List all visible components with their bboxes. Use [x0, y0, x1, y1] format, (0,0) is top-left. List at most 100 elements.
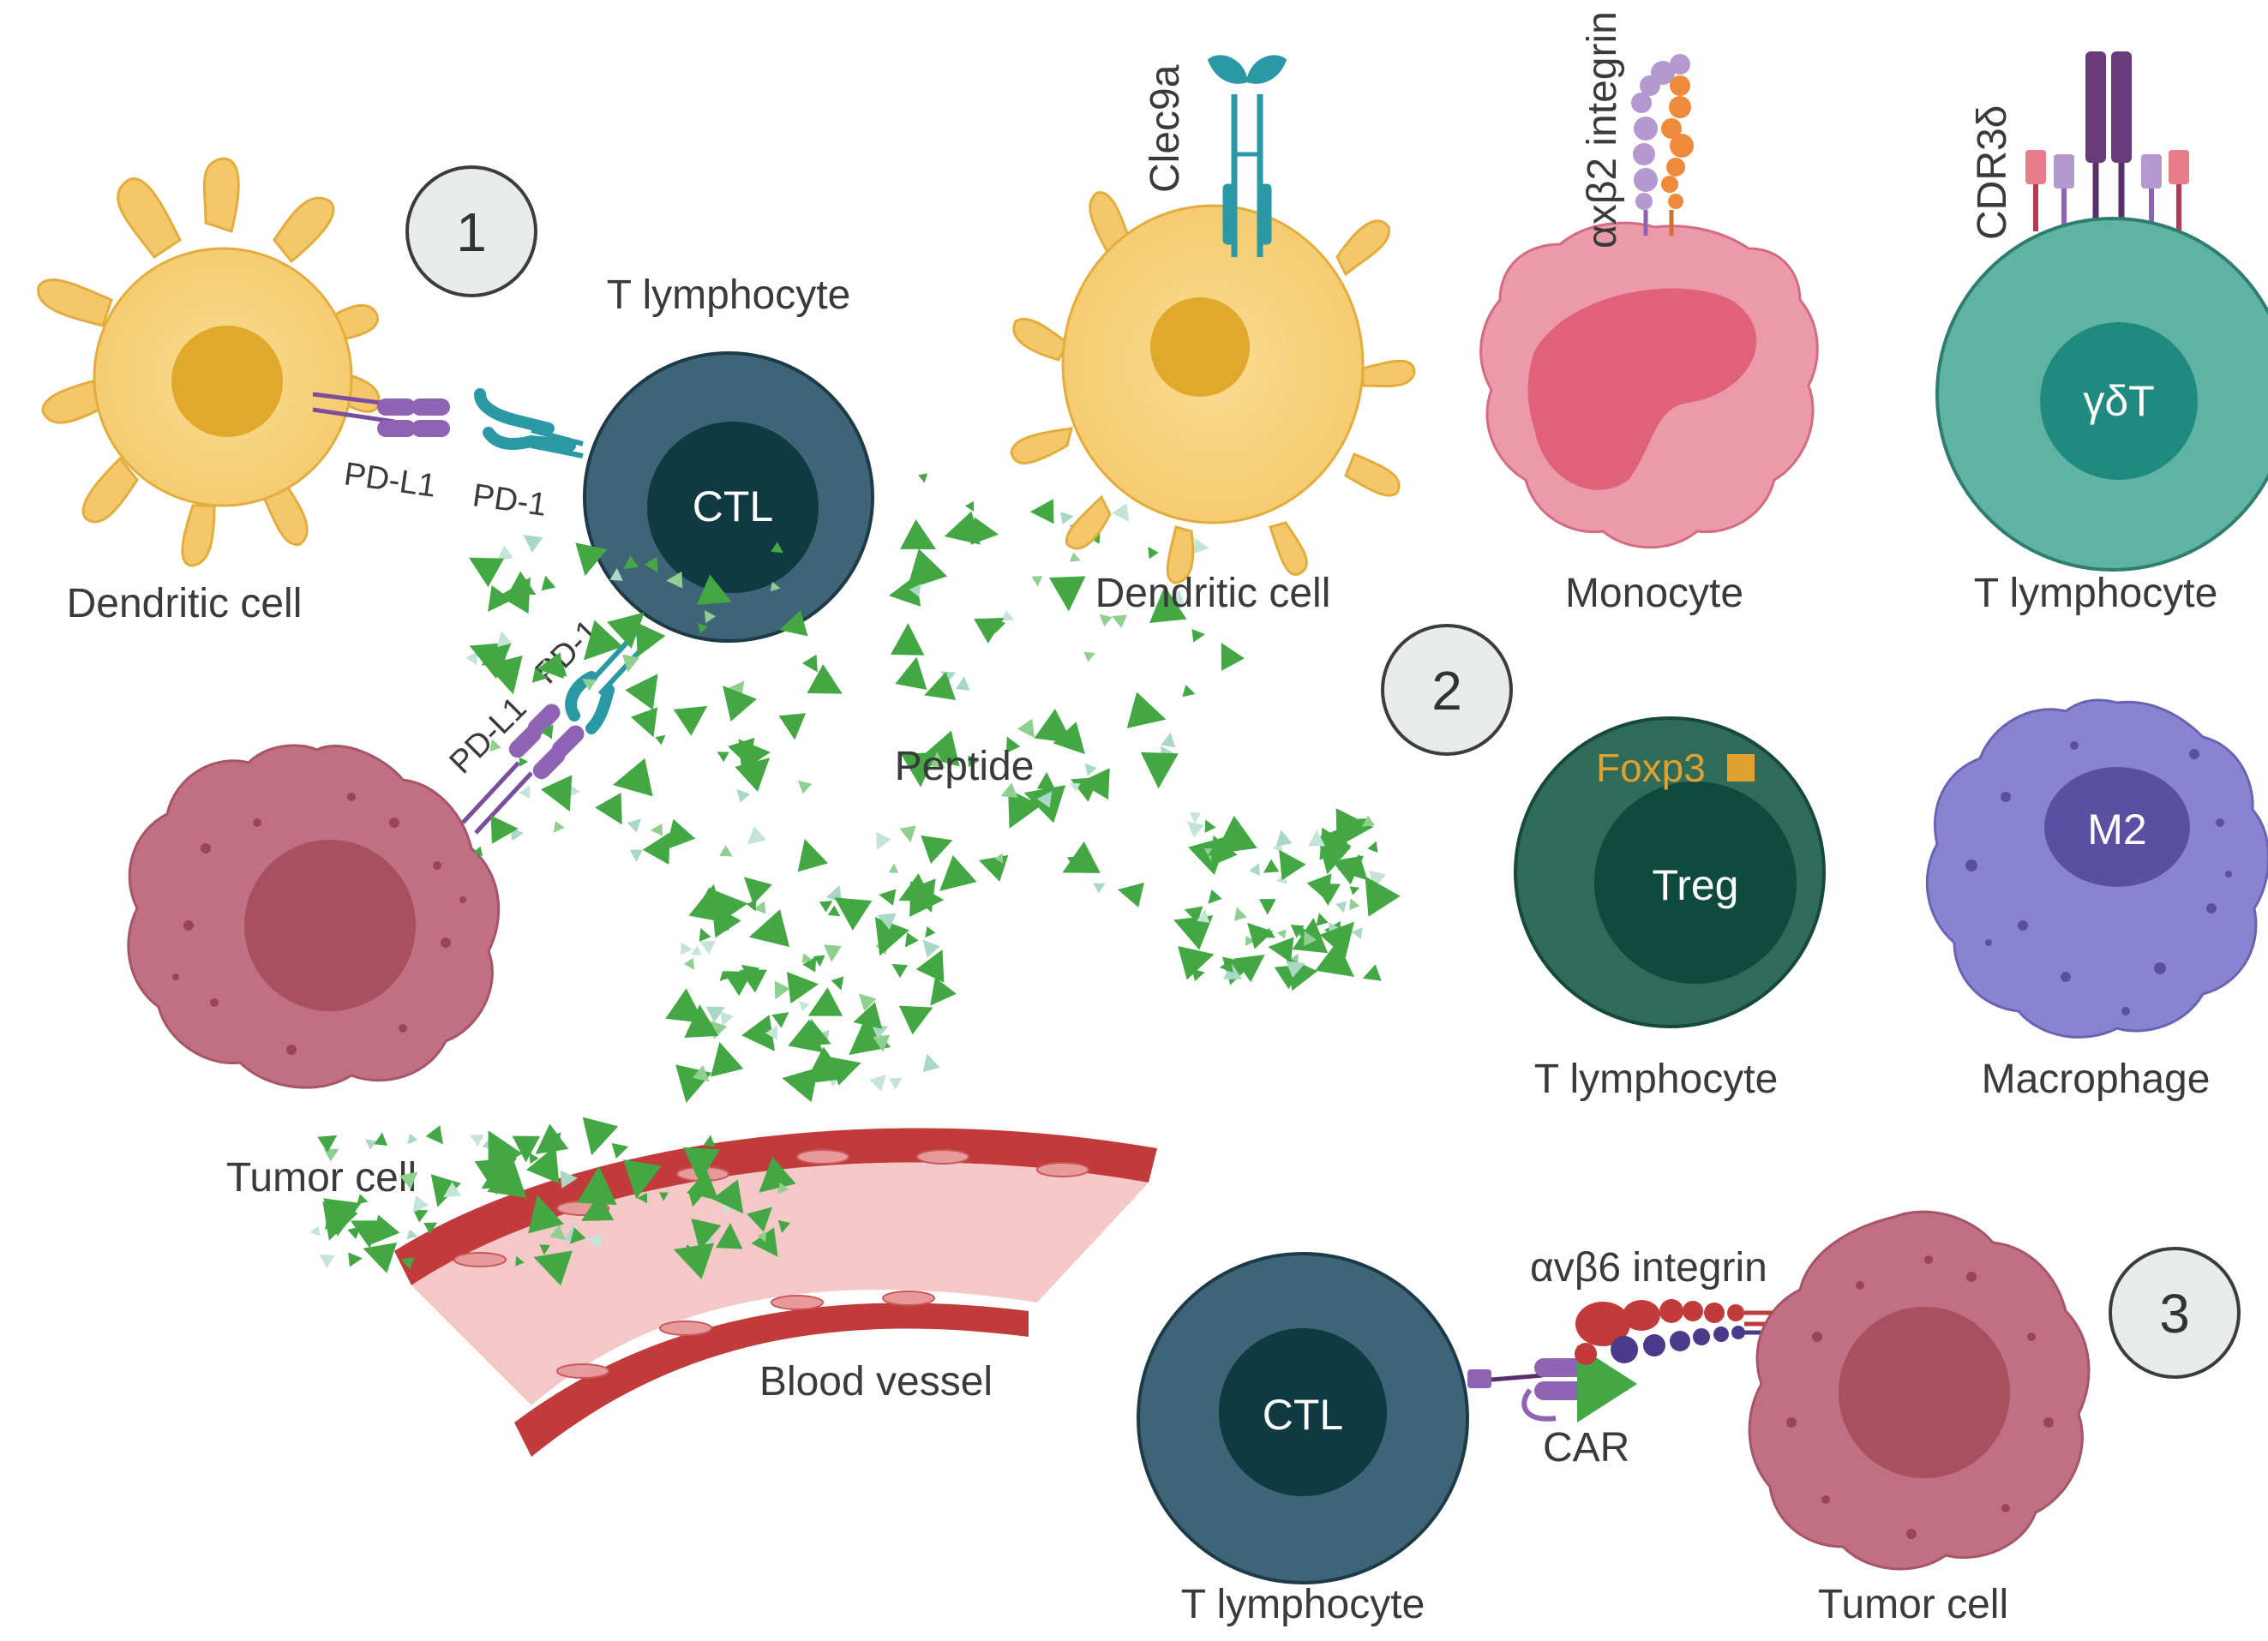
peptide-triangle — [1036, 771, 1056, 790]
peptide-triangle — [1249, 862, 1260, 876]
peptide-triangle — [801, 654, 818, 673]
peptide-triangle — [683, 957, 695, 970]
peptide-triangle — [1319, 921, 1354, 958]
peptide-triangle — [853, 1002, 883, 1029]
peptide-triangle — [691, 1218, 722, 1251]
peptide-triangle — [1219, 959, 1233, 973]
peptide-triangle — [1308, 829, 1326, 847]
peptide-triangle — [871, 1024, 889, 1039]
peptide-triangle — [1084, 763, 1097, 776]
peptide-triangle — [691, 945, 702, 955]
step-number-3: 3 — [2159, 1283, 2190, 1345]
peptide-triangle — [1204, 819, 1216, 833]
peptide-triangle — [583, 620, 623, 661]
peptide-triangle — [525, 1145, 560, 1184]
peptide-triangle — [692, 1065, 710, 1082]
peptide-triangle — [443, 1182, 461, 1198]
peptide-triangle — [978, 854, 1009, 882]
peptide-triangle — [540, 724, 554, 740]
peptide-triangle — [1189, 812, 1202, 823]
peptide-triangle — [688, 1193, 703, 1207]
step-badge-3: 3 — [2109, 1247, 2241, 1379]
peptide-triangle — [1069, 552, 1081, 562]
peptide-triangle — [802, 955, 817, 973]
peptide-triangle — [955, 676, 970, 691]
peptide-triangle — [528, 1195, 564, 1234]
peptide-triangle — [569, 1227, 586, 1244]
peptide-triangle — [523, 535, 543, 553]
peptide-triangle — [888, 863, 899, 873]
peptide-triangle — [895, 656, 927, 690]
peptide-triangle — [964, 500, 975, 512]
peptide-triangle — [786, 972, 819, 1004]
peptide-triangle — [1140, 752, 1179, 789]
peptide-triangle — [348, 1252, 363, 1267]
macrophage-cell — [1925, 698, 2268, 1039]
peptide-triangle — [717, 752, 729, 763]
peptide-triangle — [1316, 913, 1329, 926]
peptide-triangle — [798, 1001, 810, 1012]
peptide-triangle — [1070, 777, 1100, 802]
peptide-triangle — [1335, 901, 1347, 913]
peptide-triangle — [697, 574, 732, 605]
peptide-label: Peptide — [895, 744, 1035, 789]
peptide-triangle — [718, 921, 729, 932]
peptide-triangle — [1112, 502, 1130, 522]
peptide-triangle — [1245, 935, 1256, 946]
peptide-triangle — [834, 897, 873, 931]
monocyte-cell — [1479, 54, 1819, 549]
pd-1-label-upper: PD-1 — [471, 477, 549, 524]
peptide-triangle — [968, 755, 980, 767]
peptide-triangle — [539, 1244, 550, 1255]
peptide-triangle — [611, 1142, 629, 1159]
peptide-triangle — [658, 1192, 669, 1201]
treg-inner-label: Treg — [1653, 861, 1739, 909]
peptide-triangle — [474, 1157, 518, 1195]
peptide-triangle — [827, 905, 841, 917]
peptide-triangle — [813, 955, 825, 967]
peptide-triangle — [879, 889, 897, 906]
peptide-triangle — [541, 775, 573, 812]
pd-l1-label-upper: PD-L1 — [342, 456, 439, 505]
peptide-triangle — [665, 988, 705, 1024]
peptide-triangle — [612, 758, 653, 797]
peptide-triangle — [889, 1077, 903, 1090]
peptide-triangle — [748, 909, 790, 948]
peptide-triangle — [801, 953, 813, 964]
peptide-triangle — [497, 631, 513, 648]
peptide-triangle — [728, 737, 755, 768]
peptide-triangle — [535, 1123, 569, 1154]
peptide-triangle — [1191, 629, 1206, 643]
peptide-triangle — [918, 473, 928, 483]
peptide-triangle — [1268, 937, 1294, 963]
peptide-triangle — [512, 1135, 541, 1163]
peptide-triangle — [799, 1019, 831, 1047]
peptide-triangle — [1062, 841, 1101, 873]
t-lymphocyte-label-3: T lymphocyte — [1181, 1582, 1425, 1627]
peptide-triangle — [595, 792, 622, 825]
panel-3: 3 CTL T lymphocyte — [1137, 1210, 2241, 1627]
peptide-triangle — [1365, 876, 1401, 917]
step-number-1: 1 — [456, 201, 487, 263]
peptide-triangle — [1008, 788, 1041, 829]
peptide-triangle — [581, 1193, 615, 1221]
peptide-triangle — [1192, 538, 1209, 554]
peptide-triangle — [915, 949, 945, 983]
peptide-triangle — [515, 1255, 525, 1267]
peptide-triangle — [1361, 815, 1376, 827]
peptide-triangle — [496, 545, 514, 561]
peptide-triangle — [747, 1207, 773, 1232]
peptide-triangle — [1349, 886, 1360, 895]
peptide-triangle — [560, 1170, 579, 1189]
peptide-triangle — [746, 899, 757, 912]
peptide-triangle — [1029, 499, 1054, 524]
peptide-triangle — [906, 548, 948, 590]
peptide-triangle — [587, 1234, 602, 1249]
peptide-triangle — [891, 964, 909, 979]
peptide-triangle — [575, 542, 608, 577]
peptide-triangle — [1263, 927, 1275, 938]
peptide-triangle — [774, 980, 790, 1000]
gd-t-cell — [1935, 51, 2268, 572]
peptide-triangle — [771, 542, 783, 554]
peptide-triangle — [765, 1025, 778, 1040]
